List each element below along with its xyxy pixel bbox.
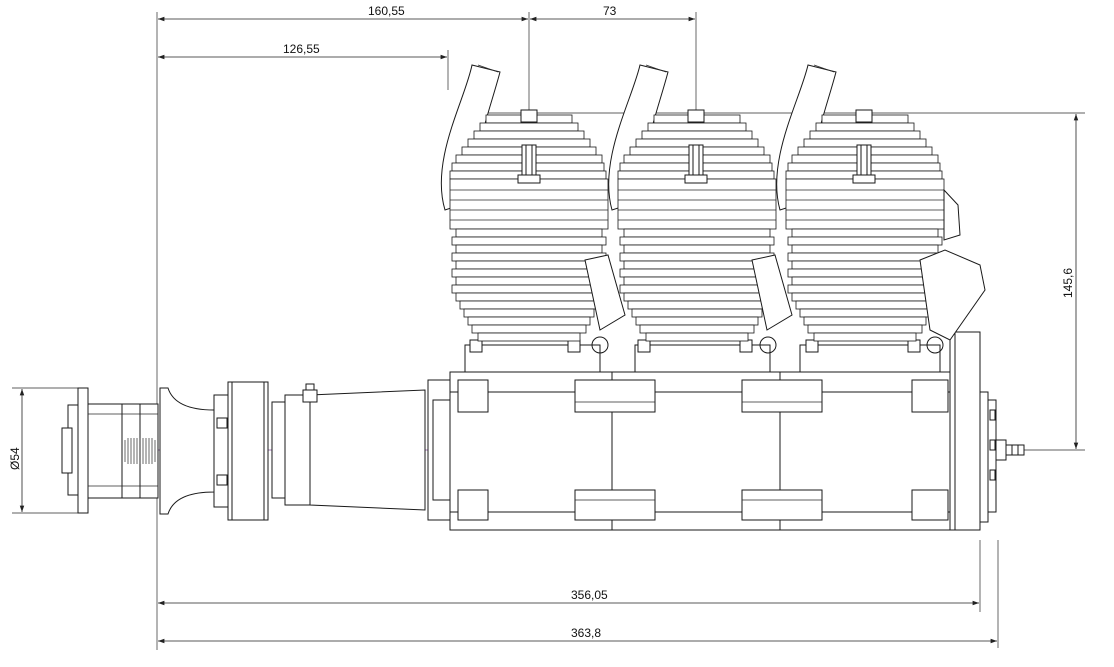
dimension-126-55: 126,55 [283, 42, 320, 56]
cylinder-3 [776, 64, 986, 354]
crankcase [427, 339, 951, 531]
dimension-lines [12, 12, 1085, 650]
dimension-145-6: 145,6 [1061, 268, 1075, 298]
dimension-diameter-54: Ø54 [8, 447, 22, 470]
dimension-363-8: 363,8 [571, 626, 601, 640]
dimension-356-05: 356,05 [571, 588, 608, 602]
cylinder-2 [608, 64, 793, 354]
front-housing [61, 381, 426, 521]
threaded-shaft [124, 438, 156, 464]
rear-cover [949, 331, 1025, 531]
dimension-160-55: 160,55 [368, 4, 405, 18]
cylinder-1 [440, 64, 626, 354]
dimension-73: 73 [603, 4, 617, 18]
